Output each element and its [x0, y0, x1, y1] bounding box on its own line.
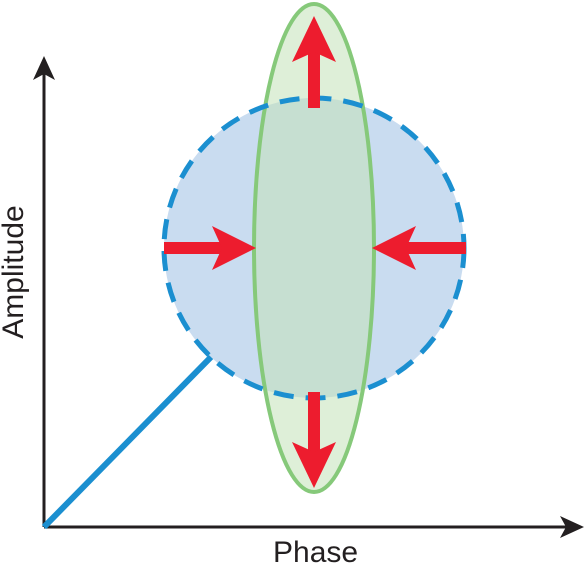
axes: [33, 56, 584, 538]
arrow-up-expand: [292, 16, 336, 108]
arrow-down-expand: [292, 392, 336, 488]
phasor-line: [41, 353, 215, 530]
y-axis-arrowhead: [33, 56, 55, 80]
y-axis-label: Amplitude: [0, 205, 30, 339]
x-axis-label: Phase: [273, 536, 359, 566]
squeeze-arrows: [164, 16, 466, 488]
arrow-left-compress: [164, 226, 256, 270]
x-axis-arrowhead: [560, 516, 584, 538]
arrow-right-compress: [372, 226, 466, 270]
